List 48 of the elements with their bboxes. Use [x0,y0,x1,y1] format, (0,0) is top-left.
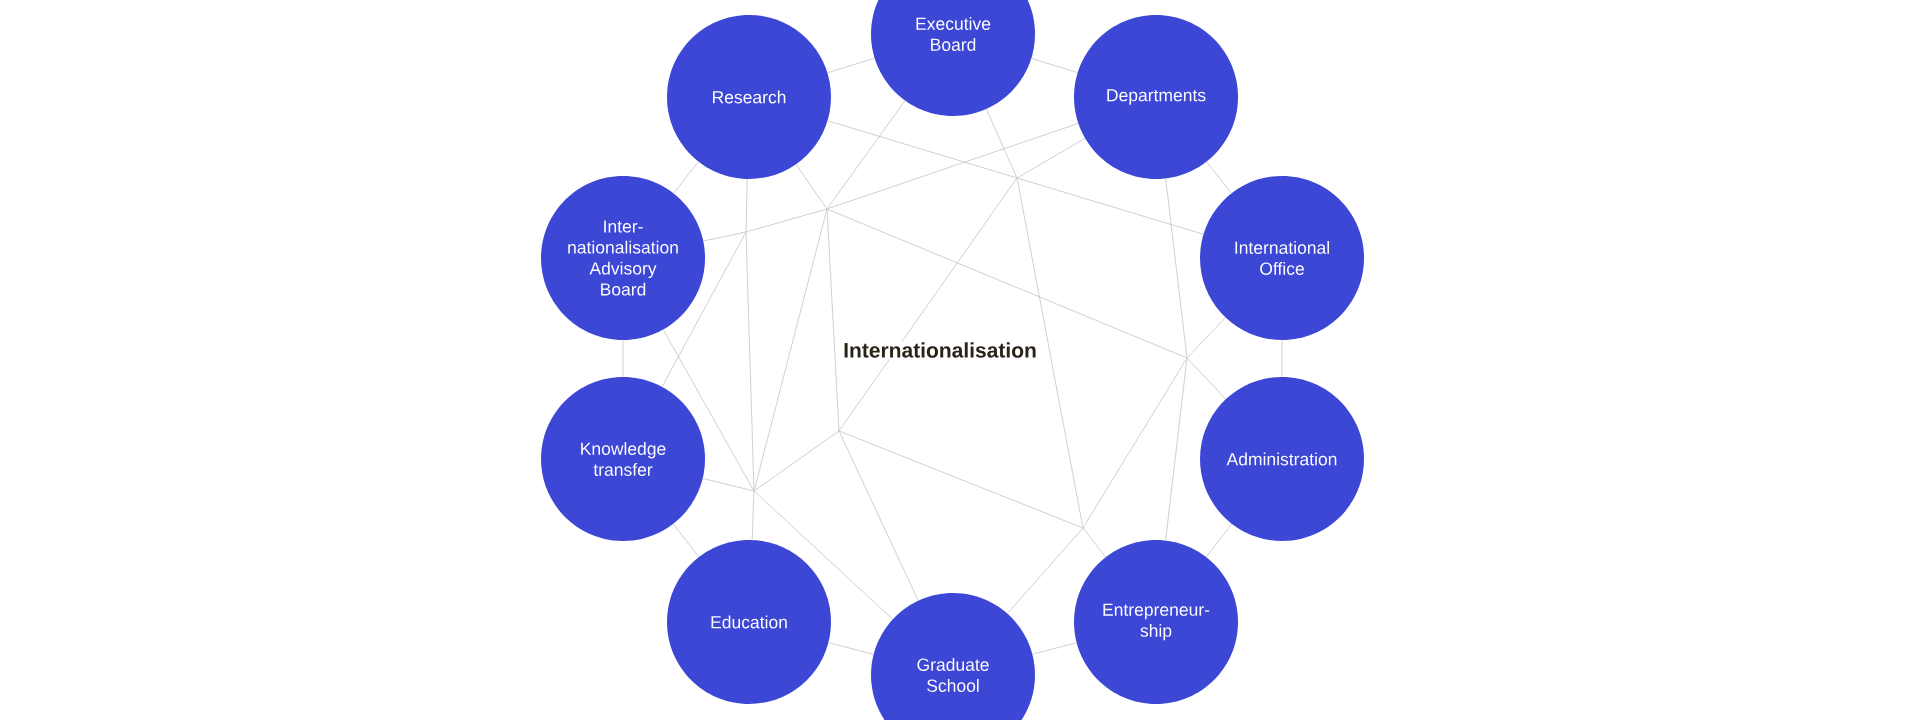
connector-line [839,431,1083,528]
connector-line [754,431,839,491]
connector-line [828,642,874,655]
connector-line [1017,177,1204,235]
connector-line [1187,317,1226,358]
connector-line [703,231,746,242]
connector-line [673,161,699,194]
connector-line [1165,178,1188,358]
connector-line [662,329,754,491]
circle-node: Research [667,15,831,179]
circle-node: Inter- nationalisation Advisory Board [541,176,705,340]
connector-line [745,178,748,232]
connector-line [702,478,754,492]
connector-line [1017,137,1086,178]
connector-line [827,100,906,209]
connector-line [1031,57,1078,74]
connector-line [1165,358,1188,541]
connector-line [839,431,919,601]
connector-line [1187,358,1227,400]
connector-line [986,108,1017,178]
connector-line [1083,528,1106,558]
connector-line [827,57,875,74]
connector-line [753,209,828,491]
connector-line [661,232,746,388]
circle-node: Administration [1200,377,1364,541]
connector-line [1205,523,1233,558]
connector-line [1032,642,1077,655]
connector-line [1007,528,1083,614]
connector-line [745,232,755,491]
circle-node: Education [667,540,831,704]
connector-line [839,178,1017,431]
circle-node: Entrepreneur- ship [1074,540,1238,704]
circle-node: Departments [1074,15,1238,179]
connector-line [826,209,840,431]
connector-line [827,120,1017,179]
connector-line [827,123,1079,209]
connector-line [1083,358,1187,528]
center-title: Internationalisation [842,341,1038,359]
circle-node: Knowledge transfer [541,377,705,541]
connector-line [754,491,894,620]
connector-line [751,491,755,541]
connector-line [1206,161,1232,194]
connector-line [672,523,700,558]
connector-line [746,208,827,233]
connector-line [1016,178,1084,528]
connector-line [795,164,827,209]
circle-node: International Office [1200,176,1364,340]
connector-line [827,209,1187,358]
